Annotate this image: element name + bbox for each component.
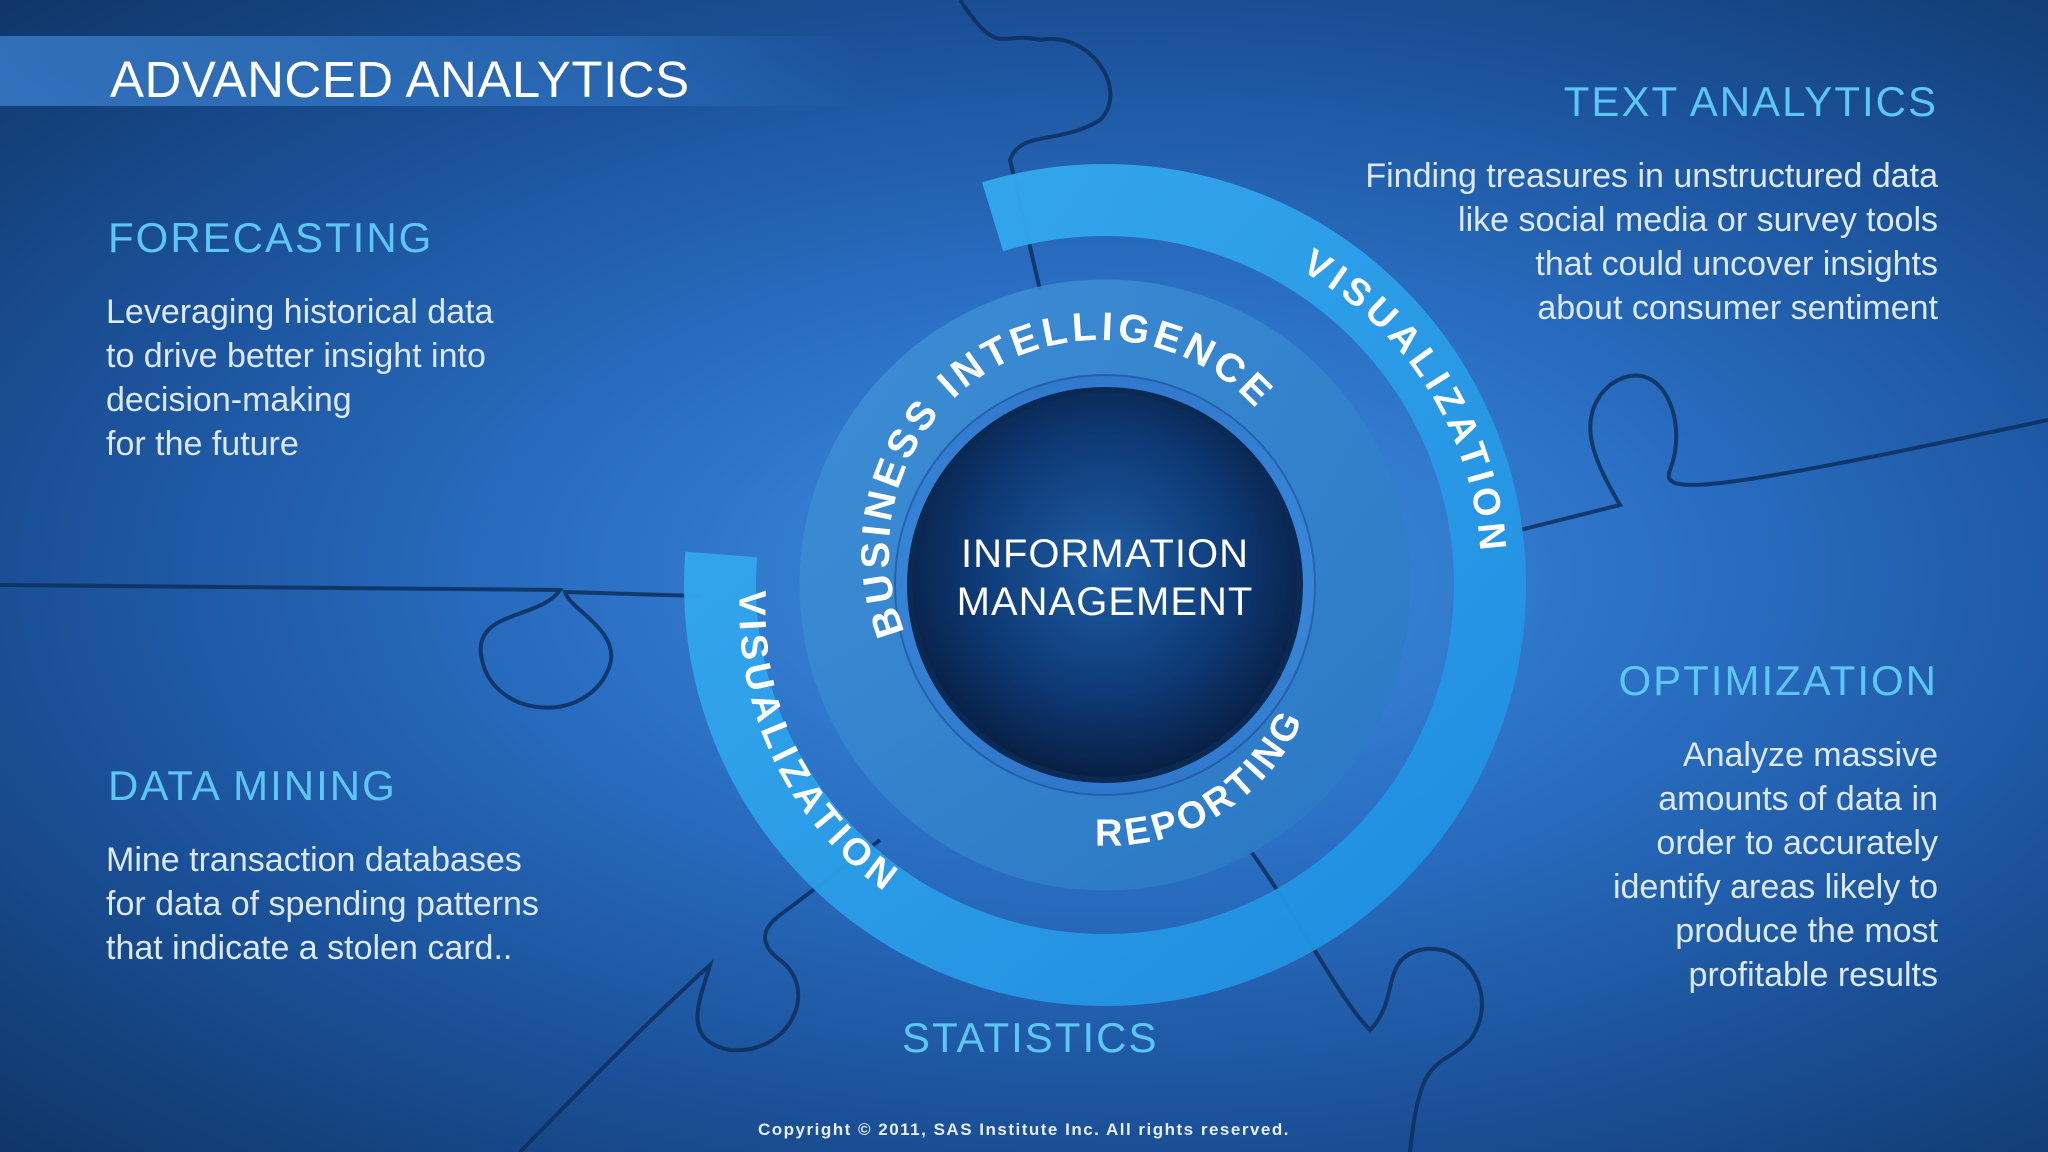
optimization-line: Analyze massive: [1682, 736, 1938, 774]
text-analytics-heading: TEXT ANALYTICS: [1563, 78, 1938, 125]
optimization-line: profitable results: [1688, 956, 1938, 994]
data-mining-line: for data of spending patterns: [106, 885, 539, 923]
center-label-line: MANAGEMENT: [956, 580, 1254, 624]
forecasting-heading: FORECASTING: [108, 214, 434, 261]
forecasting-line: to drive better insight into: [106, 337, 486, 375]
outer-ring-band: [684, 164, 1526, 1006]
forecasting-description: Leveraging historical data to drive bett…: [106, 290, 493, 466]
data-mining-line: Mine transaction databases: [106, 841, 522, 879]
center-label: INFORMATION MANAGEMENT: [905, 530, 1305, 626]
inner-ring-band: [799, 279, 1411, 891]
forecasting-line: Leveraging historical data: [106, 293, 494, 331]
core-circle: [907, 387, 1303, 783]
center-label-line: INFORMATION: [960, 532, 1249, 576]
optimization-line: order to accurately: [1656, 824, 1938, 862]
text-analytics-line: that could uncover insights: [1535, 245, 1938, 283]
data-mining-heading: DATA MINING: [108, 762, 397, 809]
optimization-description: Analyze massive amounts of data in order…: [1613, 733, 1938, 997]
title-band: [0, 36, 860, 106]
statistics-heading: STATISTICS: [902, 1014, 1159, 1061]
optimization-line: produce the most: [1675, 912, 1938, 950]
inner-ring-gap: [894, 374, 1316, 796]
page-title: ADVANCED ANALYTICS: [110, 51, 690, 108]
data-mining-description: Mine transaction databases for data of s…: [106, 838, 539, 970]
text-analytics-line: like social media or survey tools: [1458, 201, 1938, 239]
optimization-line: identify areas likely to: [1612, 868, 1938, 906]
text-analytics-line: Finding treasures in unstructured data: [1365, 157, 1938, 195]
text-analytics-line: about consumer sentiment: [1537, 289, 1938, 327]
forecasting-line: decision-making: [106, 381, 352, 419]
copyright-notice: Copyright © 2011, SAS Institute Inc. All…: [758, 1120, 1290, 1139]
forecasting-line: for the future: [106, 425, 299, 463]
data-mining-line: that indicate a stolen card..: [106, 929, 513, 967]
optimization-line: amounts of data in: [1658, 780, 1938, 818]
text-analytics-description: Finding treasures in unstructured data l…: [1365, 154, 1938, 330]
optimization-heading: OPTIMIZATION: [1618, 657, 1938, 704]
